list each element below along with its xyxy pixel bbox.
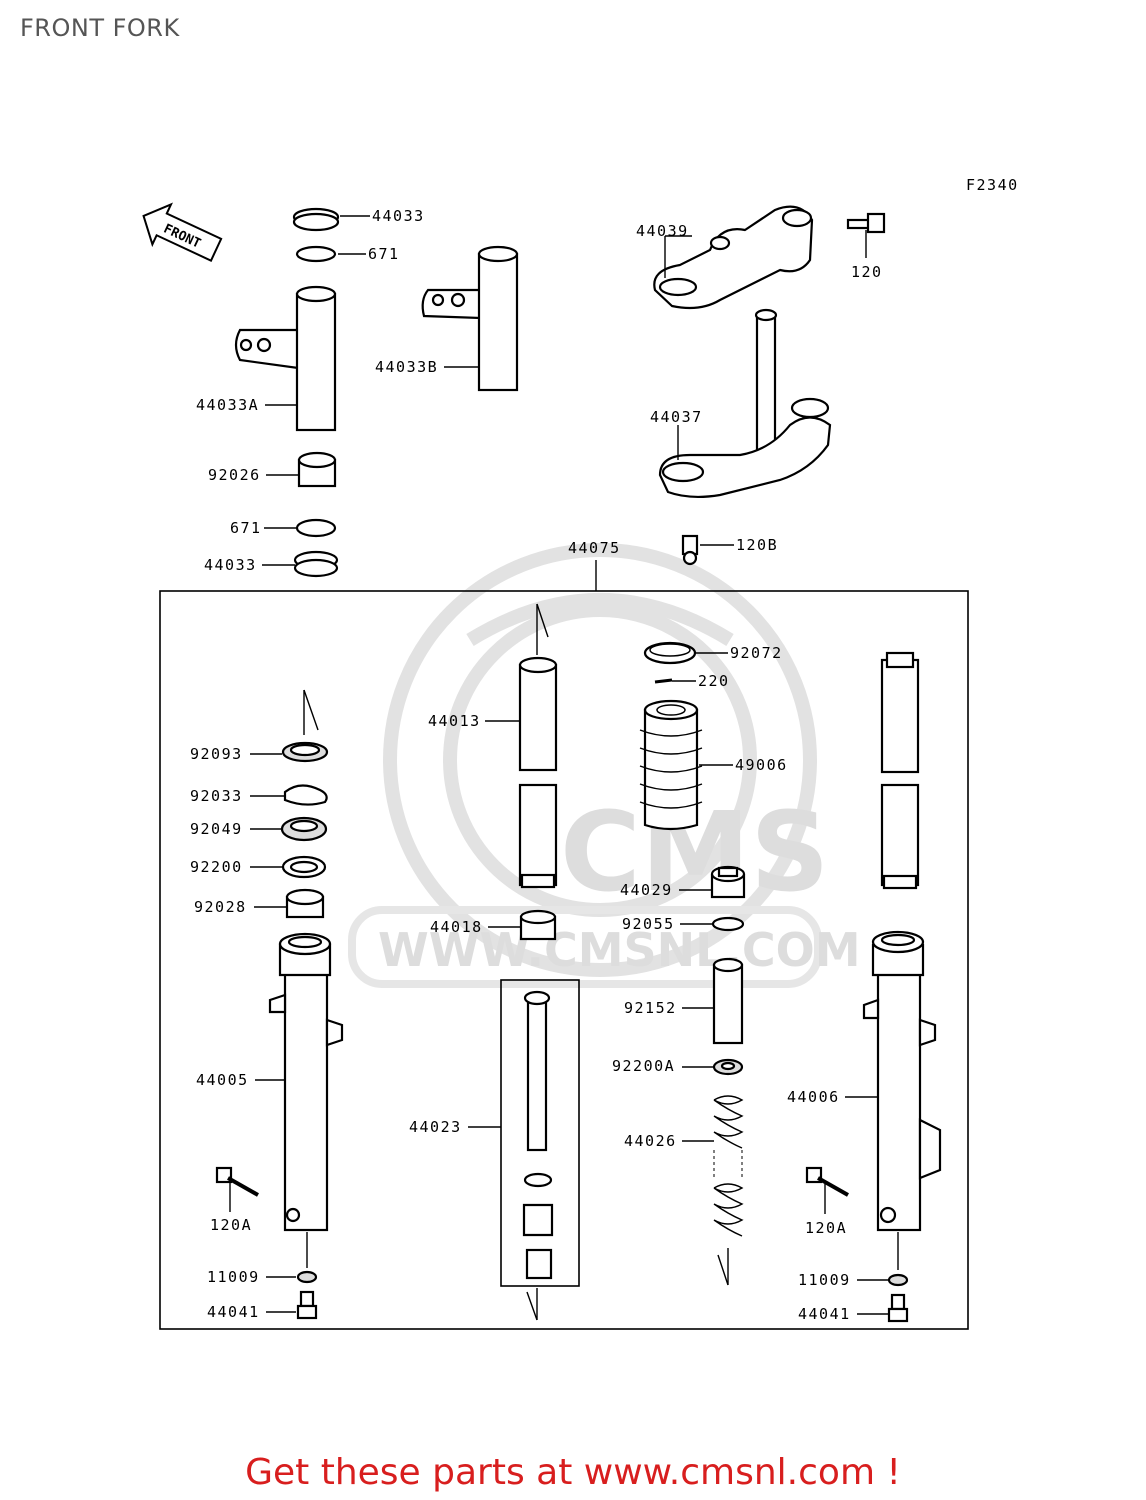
label-44041-right: 44041 bbox=[798, 1305, 851, 1323]
label-44033B: 44033B bbox=[375, 358, 438, 376]
part-120A-right-bolt bbox=[805, 1166, 849, 1197]
front-arrow-icon: FRONT bbox=[142, 202, 223, 262]
label-92026: 92026 bbox=[208, 466, 261, 484]
label-11009-right: 11009 bbox=[798, 1271, 851, 1289]
part-11009-left-washer bbox=[296, 1270, 318, 1284]
label-44006: 44006 bbox=[787, 1088, 840, 1106]
fork-assembly-44075-frame bbox=[159, 590, 969, 1330]
label-92028: 92028 bbox=[194, 898, 247, 916]
label-44033-bottom: 44033 bbox=[204, 556, 257, 574]
part-44041-left-bolt bbox=[296, 1290, 318, 1320]
part-44033-bottom-ring bbox=[293, 550, 339, 578]
label-44013: 44013 bbox=[428, 712, 481, 730]
part-44023-damper-rod bbox=[522, 990, 554, 1280]
part-inner-tube-right bbox=[880, 651, 920, 890]
part-44005-outer-tube-left bbox=[268, 932, 344, 1232]
part-92028-bushing bbox=[285, 888, 325, 919]
label-44041-left: 44041 bbox=[207, 1303, 260, 1321]
part-92033-clip bbox=[283, 784, 328, 806]
label-44029: 44029 bbox=[620, 881, 673, 899]
part-44037-stem-lower-clamp bbox=[658, 308, 832, 499]
part-671-bottom-oring bbox=[295, 518, 337, 538]
part-44026-spring bbox=[713, 1095, 744, 1237]
part-120B-bolt bbox=[681, 534, 699, 566]
label-92033: 92033 bbox=[190, 787, 243, 805]
label-44075: 44075 bbox=[568, 539, 621, 557]
label-44026: 44026 bbox=[624, 1132, 677, 1150]
label-92200: 92200 bbox=[190, 858, 243, 876]
part-44029-cap-bolt bbox=[710, 865, 746, 899]
watermark-url-text: WWW.CMSNL.COM bbox=[378, 923, 861, 977]
label-120A-right: 120A bbox=[805, 1219, 847, 1237]
part-44018-bushing bbox=[519, 909, 557, 941]
part-671-top-oring bbox=[295, 245, 337, 263]
label-120B: 120B bbox=[736, 536, 778, 554]
label-44033-top: 44033 bbox=[372, 207, 425, 225]
part-44041-right-bolt bbox=[887, 1293, 909, 1323]
label-44023: 44023 bbox=[409, 1118, 462, 1136]
part-44006-outer-tube-right bbox=[862, 930, 942, 1232]
cms-watermark: CMS WWW.CMSNL.COM bbox=[348, 543, 861, 988]
exploded-parts-diagram: CMS WWW.CMSNL.COM F2340 FRONT 44033 671 … bbox=[142, 176, 1019, 1330]
label-120A-left: 120A bbox=[210, 1216, 252, 1234]
part-92200A-washer bbox=[712, 1058, 744, 1076]
part-220-screw bbox=[654, 678, 673, 684]
label-44037: 44037 bbox=[650, 408, 703, 426]
part-92200-washer bbox=[281, 855, 327, 879]
label-92055: 92055 bbox=[622, 915, 675, 933]
label-11009-left: 11009 bbox=[207, 1268, 260, 1286]
label-92049: 92049 bbox=[190, 820, 243, 838]
part-44013-inner-tube bbox=[518, 656, 558, 889]
part-49006-fork-boot bbox=[639, 699, 703, 831]
label-220: 220 bbox=[698, 672, 730, 690]
part-11009-right-washer bbox=[887, 1273, 909, 1287]
part-44039-upper-clamp bbox=[653, 205, 814, 310]
part-44033A-tube bbox=[234, 285, 337, 432]
part-92072-clamp-band bbox=[643, 641, 697, 665]
figure-code: F2340 bbox=[966, 176, 1019, 194]
label-92093: 92093 bbox=[190, 745, 243, 763]
part-44033B-tube bbox=[421, 245, 519, 392]
part-92055-oring bbox=[711, 916, 745, 932]
footer-promo-link[interactable]: Get these parts at www.cmsnl.com ! bbox=[245, 1452, 901, 1493]
label-671-top: 671 bbox=[368, 245, 400, 263]
label-44033A: 44033A bbox=[196, 396, 259, 414]
label-49006: 49006 bbox=[735, 756, 788, 774]
label-44005: 44005 bbox=[196, 1071, 249, 1089]
part-92152-collar bbox=[712, 957, 744, 1045]
label-92072: 92072 bbox=[730, 644, 783, 662]
part-120A-left-bolt bbox=[215, 1166, 259, 1197]
part-120-bolt bbox=[846, 212, 886, 234]
part-44023-damper-rod-group bbox=[500, 979, 580, 1287]
part-92049-oil-seal bbox=[280, 816, 328, 842]
part-44033-top-ring bbox=[292, 207, 340, 232]
label-44018: 44018 bbox=[430, 918, 483, 936]
part-92093-dust-seal bbox=[281, 741, 329, 763]
label-120: 120 bbox=[851, 263, 883, 281]
page-title: FRONT FORK bbox=[20, 14, 180, 42]
part-92026-bushing bbox=[297, 451, 337, 488]
label-92200A: 92200A bbox=[612, 1057, 675, 1075]
label-92152: 92152 bbox=[624, 999, 677, 1017]
label-671-bottom: 671 bbox=[230, 519, 262, 537]
label-44039: 44039 bbox=[636, 222, 689, 240]
